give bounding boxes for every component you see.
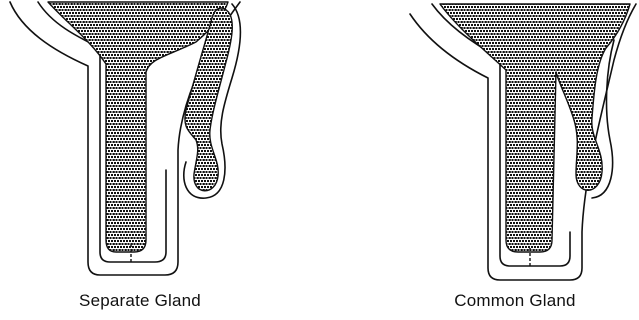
- common-gland-figure: [410, 4, 636, 280]
- common-gland-fill: [440, 4, 630, 252]
- common-gland-caption: Common Gland: [410, 291, 620, 311]
- separate-gland-figure: [10, 2, 240, 275]
- separate-gland-caption: Separate Gland: [40, 291, 240, 311]
